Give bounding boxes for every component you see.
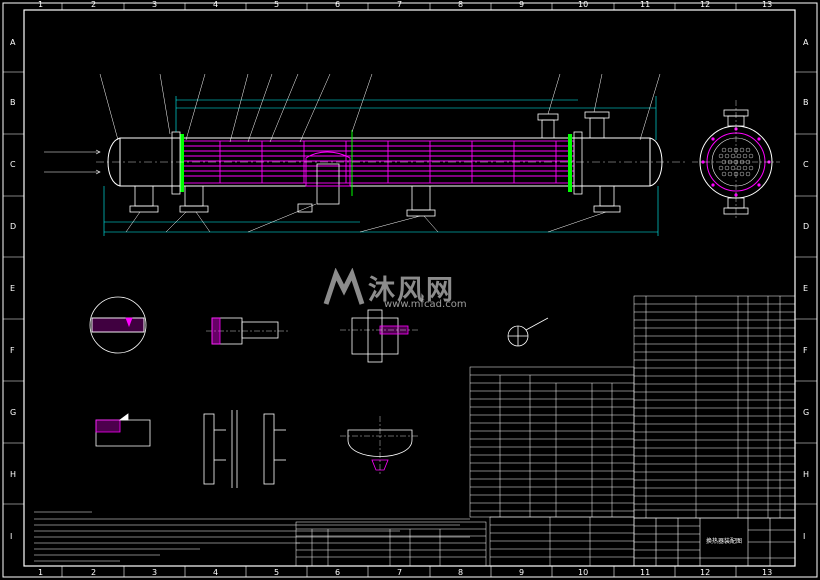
row-label: C bbox=[10, 160, 16, 169]
dimension-lines bbox=[103, 96, 659, 236]
row-label: H bbox=[10, 470, 17, 479]
row-label: I bbox=[10, 532, 13, 541]
col-label: 9 bbox=[519, 0, 525, 9]
row-label-right: C bbox=[803, 160, 809, 169]
drawing-name: 换热器装配图 bbox=[706, 538, 743, 545]
col-label: 10 bbox=[578, 0, 589, 9]
row-label: D bbox=[10, 222, 17, 231]
row-label-right: E bbox=[803, 284, 809, 293]
watermark-url: www.mfcad.com bbox=[384, 299, 467, 310]
end-view bbox=[692, 100, 780, 220]
row-label-right: I bbox=[803, 532, 806, 541]
main-exchanger-view bbox=[44, 73, 686, 236]
nozzles-and-saddles bbox=[129, 111, 621, 217]
col-label: 5 bbox=[274, 0, 280, 9]
col-label-bottom: 8 bbox=[458, 568, 464, 577]
nozzle-table bbox=[295, 521, 487, 567]
col-label: 3 bbox=[152, 0, 158, 9]
title-block bbox=[633, 517, 796, 567]
col-label-bottom: 7 bbox=[397, 568, 403, 577]
row-label: F bbox=[10, 346, 15, 355]
watermark-logo-icon bbox=[323, 268, 365, 305]
row-label: B bbox=[10, 98, 16, 107]
col-label-bottom: 13 bbox=[762, 568, 773, 577]
col-label-bottom: 5 bbox=[274, 568, 280, 577]
detail-views bbox=[89, 296, 549, 363]
watermark-title: 沐风网 bbox=[368, 275, 455, 306]
row-ticks bbox=[3, 71, 817, 505]
col-label-bottom: 9 bbox=[519, 568, 525, 577]
right-tubesheet bbox=[568, 134, 572, 192]
col-label-bottom: 2 bbox=[91, 568, 97, 577]
column-ticks bbox=[61, 3, 737, 577]
row-label-right: B bbox=[803, 98, 809, 107]
row-label: E bbox=[10, 284, 16, 293]
col-label: 11 bbox=[640, 0, 651, 9]
design-data-table bbox=[469, 366, 635, 518]
left-tubesheet bbox=[180, 134, 184, 192]
tube-bundle bbox=[181, 140, 575, 184]
col-label: 8 bbox=[458, 0, 464, 9]
col-label: 13 bbox=[762, 0, 773, 9]
technical-notes bbox=[34, 511, 470, 562]
flow-arrows bbox=[44, 149, 101, 175]
col-label-bottom: 4 bbox=[213, 568, 219, 577]
col-label: 7 bbox=[397, 0, 403, 9]
col-label: 1 bbox=[38, 0, 44, 9]
col-label-bottom: 10 bbox=[578, 568, 589, 577]
row-label-right: H bbox=[803, 470, 810, 479]
col-label-bottom: 11 bbox=[640, 568, 651, 577]
row-label: G bbox=[10, 408, 17, 417]
col-label: 6 bbox=[335, 0, 341, 9]
detail-views-2 bbox=[95, 410, 420, 488]
bill-of-materials bbox=[633, 295, 796, 519]
row-label-right: G bbox=[803, 408, 810, 417]
row-label-right: F bbox=[803, 346, 808, 355]
part-leaders bbox=[99, 73, 661, 233]
row-label: A bbox=[10, 38, 16, 47]
col-label: 2 bbox=[91, 0, 97, 9]
watermark: 沐风网 www.mfcad.com bbox=[322, 266, 492, 316]
col-label-bottom: 1 bbox=[38, 568, 44, 577]
col-label: 4 bbox=[213, 0, 219, 9]
small-table bbox=[489, 516, 635, 567]
col-label-bottom: 3 bbox=[152, 568, 158, 577]
col-label-bottom: 6 bbox=[335, 568, 341, 577]
col-label-bottom: 12 bbox=[700, 568, 711, 577]
row-label-right: A bbox=[803, 38, 809, 47]
row-label-right: D bbox=[803, 222, 810, 231]
col-label: 12 bbox=[700, 0, 711, 9]
